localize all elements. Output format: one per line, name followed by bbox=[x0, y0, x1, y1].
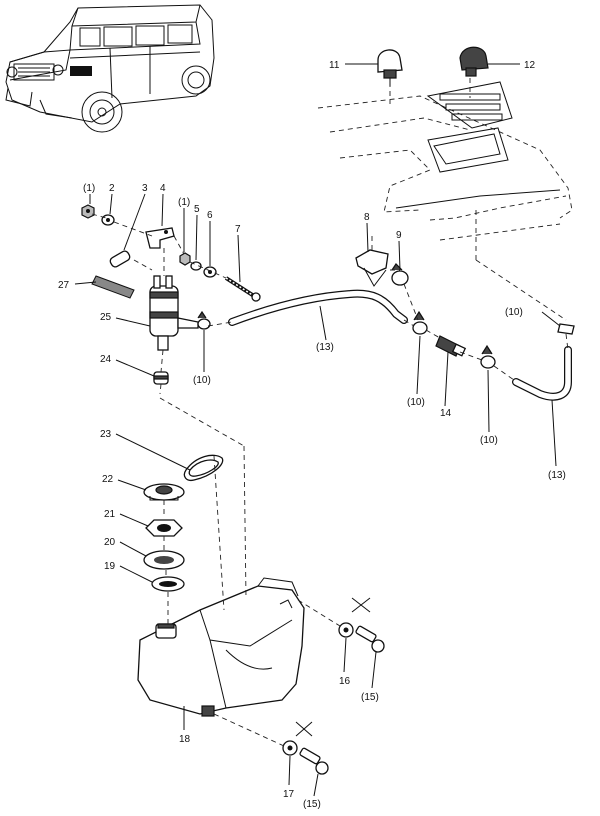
callout-c24: 24 bbox=[100, 354, 112, 365]
callout-c13b: (13) bbox=[548, 470, 566, 481]
x-marker bbox=[295, 597, 371, 737]
callout-c18: 18 bbox=[179, 734, 191, 745]
callout-c19: 19 bbox=[104, 561, 116, 572]
callout-c1a: (1) bbox=[83, 183, 95, 194]
bolt-15b bbox=[299, 747, 329, 775]
callout-c10b: (10) bbox=[407, 397, 425, 408]
callout-c15b: (15) bbox=[303, 799, 321, 810]
hose-clamp-10d bbox=[557, 323, 575, 335]
callout-c11: 11 bbox=[329, 60, 340, 71]
seal-ring-23 bbox=[183, 454, 224, 482]
bracket-4 bbox=[145, 227, 175, 249]
callout-c10a: (10) bbox=[193, 375, 211, 386]
grommet-24 bbox=[153, 371, 169, 385]
hood-outline bbox=[317, 78, 573, 241]
washer-2 bbox=[101, 214, 115, 226]
washer-17 bbox=[282, 740, 298, 756]
vehicle-illustration bbox=[5, 4, 215, 133]
callout-c3: 3 bbox=[142, 183, 148, 194]
hose-clamp-10b bbox=[412, 310, 428, 335]
callout-c8: 8 bbox=[364, 212, 370, 223]
clip-9 bbox=[391, 263, 409, 286]
callout-c2: 2 bbox=[109, 183, 115, 194]
washer-nozzle-11 bbox=[377, 49, 403, 86]
callout-c17: 17 bbox=[283, 789, 295, 800]
bracket-8 bbox=[355, 249, 389, 287]
assembly-lines bbox=[91, 210, 569, 747]
callout-c10d: (10) bbox=[505, 307, 523, 318]
callout-c10c: (10) bbox=[480, 435, 498, 446]
bolt-7 bbox=[224, 276, 261, 302]
seal-19 bbox=[151, 576, 185, 592]
callout-c5: 5 bbox=[194, 204, 200, 215]
washer-hose-13 bbox=[228, 289, 408, 326]
washer-20 bbox=[143, 550, 185, 570]
hose-clamp-10c bbox=[480, 344, 496, 369]
callout-c13a: (13) bbox=[316, 342, 334, 353]
leader-lines bbox=[74, 63, 561, 797]
washer-pump-25 bbox=[149, 275, 199, 351]
callout-c12: 12 bbox=[524, 60, 536, 71]
foam-pad-27 bbox=[91, 275, 135, 299]
callout-c4: 4 bbox=[160, 183, 166, 194]
callout-c27: 27 bbox=[58, 280, 70, 291]
callout-c22: 22 bbox=[102, 474, 114, 485]
callout-c15a: (15) bbox=[361, 692, 379, 703]
reservoir-tank-18 bbox=[137, 577, 305, 717]
washer-hose-13b bbox=[512, 346, 572, 401]
callout-c20: 20 bbox=[104, 537, 116, 548]
nut-1b bbox=[179, 252, 191, 266]
callout-c6: 6 bbox=[207, 210, 213, 221]
nut-21 bbox=[145, 519, 183, 537]
check-valve-14 bbox=[435, 335, 467, 357]
bolt-15a bbox=[355, 625, 385, 653]
callout-c14: 14 bbox=[440, 408, 452, 419]
sleeve-3 bbox=[109, 250, 131, 268]
callout-c21: 21 bbox=[104, 509, 116, 520]
callout-c9: 9 bbox=[396, 230, 402, 241]
callout-c1b: (1) bbox=[178, 197, 190, 208]
washer-16 bbox=[338, 622, 354, 638]
callout-c23: 23 bbox=[100, 429, 112, 440]
washer-6 bbox=[203, 266, 217, 278]
hose-clamp-10a bbox=[197, 310, 211, 330]
callout-c25: 25 bbox=[100, 312, 112, 323]
cap-22 bbox=[143, 483, 185, 501]
callout-c16: 16 bbox=[339, 676, 351, 687]
nut-1 bbox=[81, 204, 95, 219]
callout-c7: 7 bbox=[235, 224, 241, 235]
washer-nozzle-12 bbox=[459, 46, 489, 77]
